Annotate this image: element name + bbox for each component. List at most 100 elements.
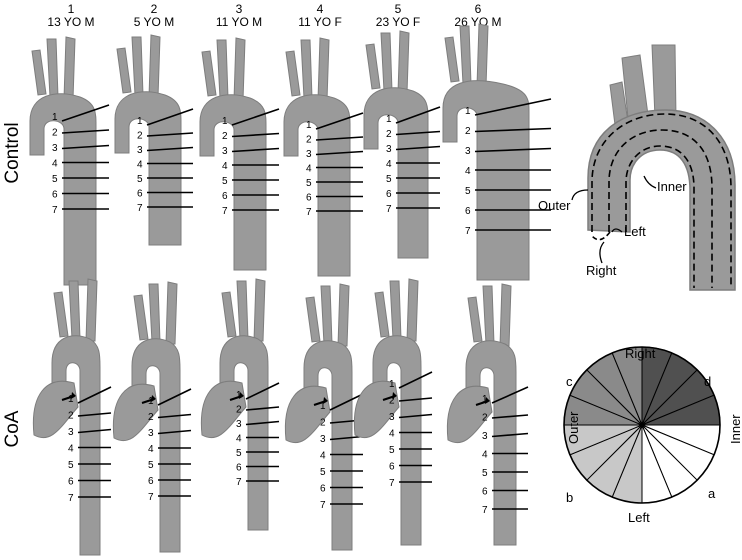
coarctation-arrowhead — [323, 397, 328, 404]
slice-number: 7 — [137, 203, 143, 214]
slice-number: 4 — [137, 160, 143, 171]
slice-line — [395, 130, 441, 136]
slice-number: 3 — [465, 146, 471, 157]
slice-number: 3 — [137, 145, 143, 156]
slice-number: 4 — [148, 444, 154, 455]
wheel-top-label: Right — [625, 346, 656, 361]
slice-line — [398, 413, 433, 419]
slice-line — [491, 414, 529, 419]
aortic-arch — [29, 93, 97, 286]
head-vessel — [68, 280, 81, 340]
slice-line — [146, 132, 194, 137]
slice-number: 1 — [68, 394, 74, 405]
head-vessel — [467, 296, 483, 343]
ascending-aorta — [446, 385, 493, 444]
aortic-arch — [131, 338, 181, 553]
slice-number: 2 — [386, 129, 392, 140]
slice-number: 2 — [236, 405, 242, 416]
slice-line — [329, 435, 364, 441]
head-vessel — [31, 49, 47, 96]
aortic-arch — [372, 335, 422, 546]
wheel-right-label: Inner — [728, 414, 742, 444]
head-vessel — [253, 278, 266, 342]
schematic-aorta — [587, 44, 736, 291]
slice-number: 4 — [320, 451, 326, 462]
slice-line — [77, 428, 112, 434]
slice-number: 1 — [52, 112, 58, 123]
slice-number: 1 — [222, 116, 228, 127]
slice-number: 4 — [386, 159, 392, 170]
slice-line — [395, 106, 441, 124]
slice-number: 2 — [306, 135, 312, 146]
slice-number: 1 — [465, 106, 471, 117]
slice-number: 5 — [306, 178, 312, 189]
head-vessel — [476, 23, 489, 87]
slice-number: 4 — [222, 161, 228, 172]
slice-number: 1 — [386, 114, 392, 125]
slice-line — [398, 397, 433, 402]
slice-line — [398, 371, 433, 389]
slice-number: 6 — [465, 206, 471, 217]
slice-number: 6 — [306, 193, 312, 204]
slice-number: 2 — [389, 396, 395, 407]
slice-number: 1 — [236, 390, 242, 401]
head-vessel — [305, 296, 321, 343]
head-vessel — [285, 50, 301, 97]
slice-number: 5 — [389, 445, 395, 456]
slice-number: 5 — [386, 174, 392, 185]
right-arrow — [599, 241, 605, 264]
head-vessel — [233, 37, 246, 101]
slice-number: 4 — [52, 159, 58, 170]
aortic-arch — [114, 91, 182, 246]
slice-number: 3 — [306, 149, 312, 160]
slice-line — [61, 129, 110, 134]
slice-number: 1 — [306, 120, 312, 131]
slice-number: 2 — [320, 418, 326, 429]
slice-number: 6 — [222, 191, 228, 202]
aorta-models: 1234567123456712345671234567123456712345… — [29, 23, 552, 556]
wheel-left-label: Outer — [566, 411, 581, 444]
slice-number: 3 — [482, 431, 488, 442]
case-label: 11 YO M — [215, 15, 263, 29]
slice-number: 6 — [320, 484, 326, 495]
slice-number: 3 — [222, 146, 228, 157]
slice-line — [157, 388, 192, 406]
slice-line — [491, 386, 529, 404]
aortic-arch — [363, 87, 429, 259]
slice-line — [231, 147, 280, 153]
slice-number: 3 — [148, 428, 154, 439]
schematic-outer-label: Outer — [538, 198, 571, 213]
slice-number: 2 — [222, 131, 228, 142]
slice-number: 6 — [148, 476, 154, 487]
slice-number: 6 — [482, 487, 488, 498]
case-label: 11 YO F — [298, 15, 342, 29]
head-vessel — [300, 39, 313, 99]
slice-line — [315, 112, 364, 130]
wheel-outline — [563, 346, 721, 504]
slice-number: 5 — [222, 176, 228, 187]
head-vessel — [236, 280, 249, 340]
slice-number: 7 — [222, 206, 228, 217]
head-vessel — [444, 36, 460, 83]
slice-number: 6 — [386, 189, 392, 200]
case-number: 2 — [150, 2, 158, 16]
head-vessel — [406, 278, 419, 342]
slice-number: 1 — [320, 401, 326, 412]
head-vessel — [116, 47, 132, 94]
case-label: 5 YO M — [133, 15, 175, 29]
slice-line — [474, 98, 552, 116]
ascending-aorta — [200, 380, 247, 439]
sector-b-label: b — [566, 490, 573, 505]
case-number: 5 — [394, 2, 402, 16]
